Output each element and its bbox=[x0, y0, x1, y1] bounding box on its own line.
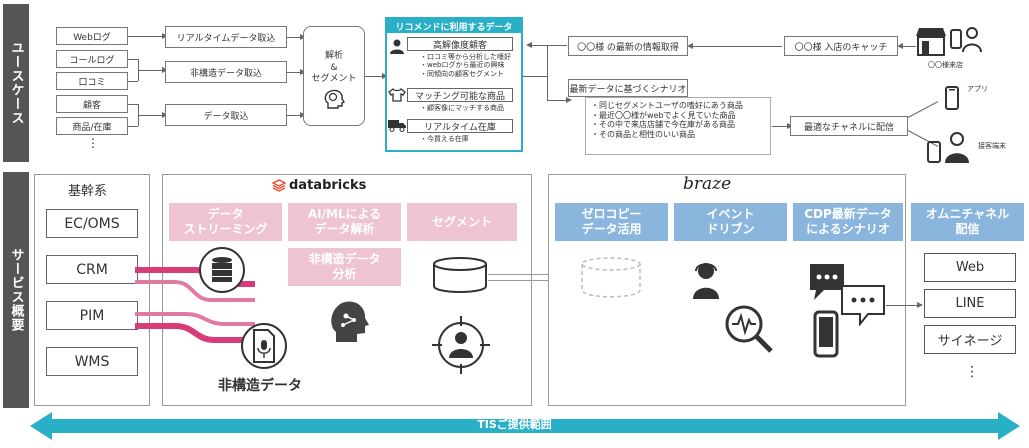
scenario-items-panel bbox=[585, 97, 771, 155]
service-overview-label: サービス概要 bbox=[3, 172, 29, 408]
usecase-label: ユースケース bbox=[3, 4, 29, 162]
core-wms: WMS bbox=[46, 347, 138, 376]
monitor-search-icon bbox=[725, 305, 773, 353]
recommend-connector bbox=[523, 76, 547, 77]
app-label: アプリ bbox=[967, 85, 988, 93]
databricks-logo: databricks bbox=[289, 178, 367, 193]
channel-web: Web bbox=[924, 253, 1016, 282]
feature-event-driven: イベント ドリブン bbox=[674, 203, 787, 241]
scenario-items: ・同じセグメントユーザの嗜好にあう商品 ・最近〇〇様がwebでよく見ていた商品 … bbox=[591, 101, 743, 139]
rec-matchable-product: マッチング可能な商品 bbox=[407, 88, 513, 102]
rec-realtime-details: ・今買える在庫 bbox=[420, 135, 469, 143]
unstructured-document-icon bbox=[241, 323, 287, 369]
source-review: 口コミ bbox=[56, 72, 128, 90]
omnichannel-title: オムニチャネル 配信 bbox=[911, 203, 1024, 241]
person-icon bbox=[390, 39, 404, 54]
bracket-3a bbox=[128, 104, 138, 105]
tis-scope-label: TISご提供範囲 bbox=[477, 418, 552, 431]
arrow-to-channel bbox=[772, 123, 793, 129]
operator-icon bbox=[693, 263, 719, 299]
arrow-to-omnichannel bbox=[886, 302, 923, 308]
braze-logo: braze bbox=[683, 174, 732, 194]
source-customer: 顧客 bbox=[56, 95, 128, 113]
latest-info-box: 〇〇様 の最新の情報取得 bbox=[568, 36, 688, 56]
databricks-logo-icon bbox=[272, 179, 286, 192]
rec-realtime-stock: リアルタイム在庫 bbox=[407, 119, 513, 133]
scenario-title-box: 最新データに基づくシナリオ bbox=[568, 79, 688, 97]
app-phone-icon bbox=[945, 86, 959, 110]
analysis-label: 解析 & セグメント bbox=[311, 51, 357, 85]
arrow-data-ingest bbox=[138, 112, 168, 118]
brain-head-icon bbox=[324, 89, 346, 109]
unstructured-data-label: 非構造データ bbox=[218, 378, 302, 394]
arrow-unstructured bbox=[138, 67, 168, 73]
chat-bubble-icon bbox=[810, 264, 844, 300]
source-product-stock: 商品/在庫 bbox=[56, 117, 128, 135]
feature-cdp-scenario: CDP最新データ によるシナリオ bbox=[793, 203, 903, 241]
arrow-weblog-realtime bbox=[138, 33, 168, 39]
optimal-channel-box: 最適なチャネルに配信 bbox=[790, 116, 908, 136]
feature-zero-copy: ゼロコピー データ活用 bbox=[555, 203, 668, 241]
core-systems-title: 基幹系 bbox=[68, 184, 108, 199]
staff-terminal-icon bbox=[927, 132, 969, 163]
shirt-icon bbox=[388, 88, 406, 102]
core-ec-oms: EC/OMS bbox=[46, 209, 138, 238]
core-crm: CRM bbox=[46, 255, 138, 284]
arrow-to-app bbox=[907, 101, 939, 118]
source-more: ⋮ bbox=[87, 136, 99, 150]
visit-catch-box: 〇〇様 入店のキャッチ bbox=[784, 36, 898, 56]
zero-copy-cylinder-icon bbox=[581, 257, 641, 298]
process-unstructured-ingest: 非構造データ取込 bbox=[165, 61, 287, 83]
bracket-3b bbox=[128, 126, 138, 127]
process-data-ingest: データ取込 bbox=[165, 104, 287, 126]
source-calllog: コールログ bbox=[56, 50, 128, 68]
source-weblog: Webログ bbox=[56, 27, 128, 45]
staff-phone-icon bbox=[950, 27, 982, 53]
arrow-to-analysis-2 bbox=[287, 69, 306, 75]
smartphone-icon bbox=[813, 310, 839, 358]
feature-segment: セグメント bbox=[407, 203, 517, 241]
core-pim: PIM bbox=[46, 301, 138, 330]
message-dots-icon bbox=[841, 285, 885, 326]
rec-matchable-details: ・顧客像にマッチする商品 bbox=[420, 104, 504, 112]
arrow-latest-info bbox=[526, 42, 567, 48]
rec-high-res-customer: 高解像度顧客 bbox=[407, 37, 513, 51]
bracket-2a bbox=[128, 59, 138, 60]
bracket-1 bbox=[128, 36, 138, 37]
bracket-2b bbox=[128, 81, 138, 82]
rec-high-res-details: ・口コミ等から分析した嗜好 ・webログから最近の興味 ・同傾向の顧客セグメント bbox=[420, 53, 511, 78]
arrow-store-to-catch bbox=[897, 43, 916, 49]
channel-signage: サイネージ bbox=[924, 325, 1016, 354]
arrow-scenario bbox=[547, 97, 572, 103]
staff-terminal-label: 接客端末 bbox=[978, 142, 1006, 150]
recommend-connector-v bbox=[547, 45, 548, 100]
analysis-segment-box: 解析 & セグメント bbox=[303, 26, 365, 126]
arrow-to-analysis-3 bbox=[287, 112, 306, 118]
visit-store-label: 〇〇様来店 bbox=[928, 61, 963, 69]
feature-unstructured-analysis: 非構造データ 分析 bbox=[288, 248, 401, 286]
arrow-to-recommend bbox=[365, 73, 388, 79]
arrow-to-analysis-1 bbox=[287, 34, 306, 40]
arrow-visit-to-info bbox=[687, 43, 782, 49]
database-icon bbox=[199, 247, 245, 293]
recommend-title: リコメンドに利用するデータ bbox=[387, 19, 521, 33]
ai-head-icon bbox=[331, 301, 369, 342]
feature-data-streaming: データ ストリーミング bbox=[169, 203, 282, 241]
store-icon bbox=[916, 28, 946, 56]
segment-target-person-icon bbox=[432, 316, 490, 374]
feature-aiml-analysis: AI/MLによる データ解析 bbox=[288, 203, 401, 241]
tis-scope-arrow bbox=[30, 412, 1020, 440]
channel-more: ⋮ bbox=[965, 364, 979, 380]
process-realtime-ingest: リアルタイムデータ取込 bbox=[165, 26, 287, 48]
segment-cylinder-icon bbox=[433, 257, 487, 293]
truck-icon bbox=[388, 120, 406, 132]
channel-line: LINE bbox=[924, 289, 1016, 318]
databricks-to-braze-line bbox=[488, 274, 570, 281]
